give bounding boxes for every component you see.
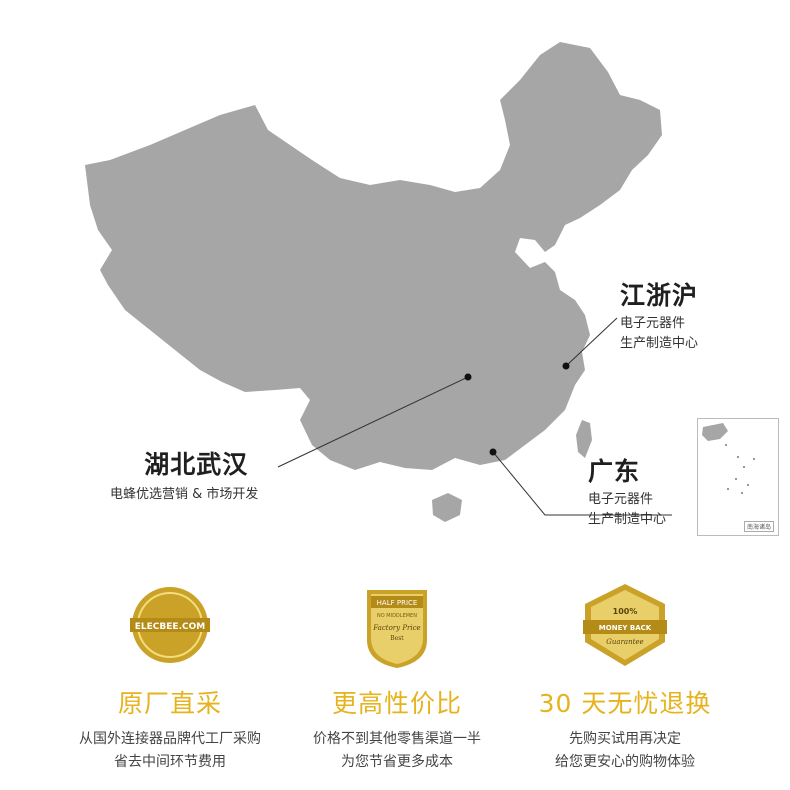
marker-guangdong xyxy=(489,448,497,456)
china-map xyxy=(85,42,672,522)
china-mainland-shape xyxy=(85,42,662,470)
money-back-badge-icon: 100% MONEY BACK Guarantee xyxy=(583,584,667,666)
region-desc-jzh-2: 生产制造中心 xyxy=(620,336,699,351)
hainan-island xyxy=(432,493,462,522)
elecbee-seal-icon: ELECBEE.COM xyxy=(130,587,210,663)
inset-caption: 南海诸岛 xyxy=(743,521,774,532)
region-title-jzh: 江浙沪 xyxy=(620,281,699,310)
svg-text:100%: 100% xyxy=(613,607,638,616)
taiwan-island xyxy=(576,420,592,458)
feature-desc-returns-2: 给您更安心的购物体验 xyxy=(555,754,695,770)
feature-desc-returns-1: 先购买试用再决定 xyxy=(569,731,681,747)
region-desc-guangdong-2: 生产制造中心 xyxy=(588,512,667,527)
leader-line-guangdong xyxy=(492,451,672,516)
inset-map xyxy=(702,423,755,494)
marker-wuhan xyxy=(464,373,472,381)
region-title-guangdong: 广东 xyxy=(588,457,641,486)
region-desc-jzh-1: 电子元器件 xyxy=(620,316,686,331)
feature-desc-direct-1: 从国外连接器品牌代工厂采购 xyxy=(79,731,261,747)
feature-title-returns: 30 天无忧退换 xyxy=(538,689,712,718)
svg-text:Factory Price: Factory Price xyxy=(372,624,420,632)
feature-title-direct: 原厂直采 xyxy=(117,689,222,718)
feature-returns: 100% MONEY BACK Guarantee 30 天无忧退换 先购买试用… xyxy=(505,580,745,774)
feature-desc-value-2: 为您节省更多成本 xyxy=(341,754,453,770)
leader-line-jzh xyxy=(565,317,618,367)
feature-title-value: 更高性价比 xyxy=(331,689,462,718)
feature-value: HALF PRICE NO MIDDLEMEN Factory Price Be… xyxy=(277,580,517,774)
svg-text:HALF PRICE: HALF PRICE xyxy=(377,599,418,607)
half-price-shield-icon: HALF PRICE NO MIDDLEMEN Factory Price Be… xyxy=(367,590,427,668)
svg-text:Guarantee: Guarantee xyxy=(606,638,643,646)
label-hubei: 湖北武汉 电蜂优选营销 & 市场开发 xyxy=(110,445,258,505)
region-desc-hubei-1: 电蜂优选营销 & 市场开发 xyxy=(110,487,259,502)
feature-desc-direct-2: 省去中间环节费用 xyxy=(114,754,226,770)
badge-text-elecbee: ELECBEE.COM xyxy=(135,622,205,632)
region-desc-guangdong-1: 电子元器件 xyxy=(588,492,654,507)
feature-direct-purchase: ELECBEE.COM 原厂直采 从国外连接器品牌代工厂采购 省去中间环节费用 xyxy=(50,580,290,774)
label-jzh: 江浙沪 电子元器件 生产制造中心 xyxy=(620,276,698,354)
region-title-hubei: 湖北武汉 xyxy=(144,450,249,479)
label-guangdong: 广东 电子元器件 生产制造中心 xyxy=(588,452,666,530)
svg-text:Best: Best xyxy=(390,635,404,642)
marker-jzh xyxy=(562,362,570,370)
svg-text:NO MIDDLEMEN: NO MIDDLEMEN xyxy=(377,613,417,619)
south-china-sea-inset: 南海诸岛 xyxy=(697,418,779,536)
leader-line-hubei xyxy=(277,376,469,468)
feature-desc-value-1: 价格不到其他零售渠道一半 xyxy=(313,731,481,747)
svg-text:MONEY BACK: MONEY BACK xyxy=(599,624,652,632)
